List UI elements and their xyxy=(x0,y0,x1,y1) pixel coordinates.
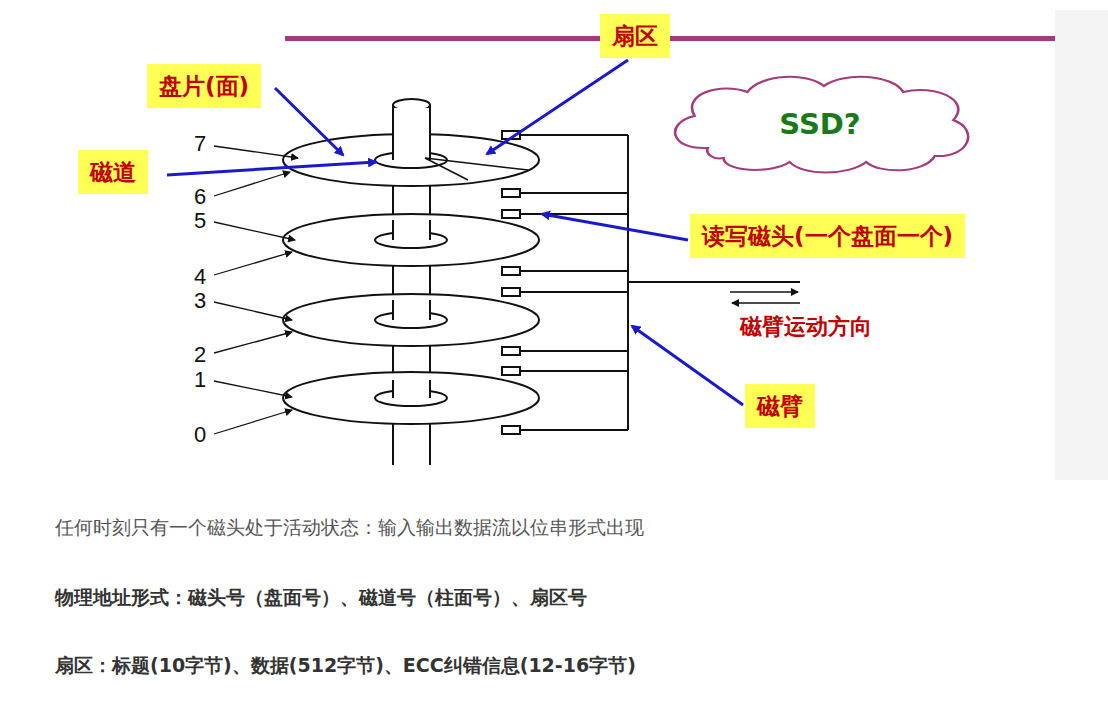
drawing-stroke xyxy=(502,189,520,197)
callout-number: 3 xyxy=(194,288,206,314)
drawing-stroke xyxy=(502,267,520,275)
drawing-stroke xyxy=(394,220,429,238)
drawing-stroke xyxy=(502,426,520,434)
callout-text: 扇区 xyxy=(612,20,658,52)
callout-text: 盘片(面) xyxy=(159,70,249,102)
drawing-stroke xyxy=(520,370,628,372)
drawing-stroke xyxy=(425,158,468,180)
drawing-stroke xyxy=(214,172,290,196)
drawing-stroke xyxy=(502,210,520,218)
note-text: 扇区：标题(10字节)、数据(512字节)、ECC纠错信息(12-16字节) xyxy=(55,653,636,679)
drawing-stroke xyxy=(502,367,520,375)
drawing-stroke xyxy=(730,291,798,293)
drawing-stroke xyxy=(392,220,394,240)
drawing-stroke xyxy=(520,192,628,194)
drawing-stroke xyxy=(628,281,800,283)
callout-number: 5 xyxy=(194,208,206,234)
motion-label: 磁臂运动方向 xyxy=(740,312,872,342)
callout-number: 1 xyxy=(194,367,206,393)
side-shade xyxy=(1055,10,1108,480)
drawing-stroke xyxy=(502,347,520,355)
drawing-stroke xyxy=(392,300,394,320)
callout-text: 磁道 xyxy=(90,156,136,188)
callout-leaders xyxy=(167,60,743,405)
drawing-stroke xyxy=(214,222,295,240)
drawing-stroke xyxy=(520,213,628,215)
cloud-text: SSD? xyxy=(655,107,985,141)
drawing-stroke xyxy=(520,429,628,431)
drawing-stroke xyxy=(214,381,292,397)
drawing-stroke xyxy=(520,291,628,293)
callout-number: 6 xyxy=(194,184,206,210)
callout-text: 磁臂 xyxy=(757,390,803,422)
drawing-stroke xyxy=(429,380,431,398)
callout-box: 磁臂 xyxy=(745,384,815,428)
drawing-stroke xyxy=(632,326,743,405)
platters xyxy=(283,108,539,424)
callout-number: 2 xyxy=(194,342,206,368)
drawing-stroke xyxy=(214,252,292,275)
surface-leaders xyxy=(214,146,298,434)
drawing-stroke xyxy=(520,270,628,272)
drawing-stroke xyxy=(429,220,431,240)
drawing-stroke xyxy=(167,162,376,175)
callout-text: 读写磁头(一个盘面一个) xyxy=(702,220,953,252)
drawing-stroke xyxy=(425,158,528,170)
drawing-stroke xyxy=(214,332,292,353)
callout-number: 0 xyxy=(194,422,206,448)
drawing-stroke xyxy=(283,214,539,266)
drawing-stroke xyxy=(394,108,429,158)
drawing-stroke xyxy=(520,134,628,136)
drawing-stroke xyxy=(283,294,539,346)
drawing-stroke xyxy=(214,302,292,320)
drawing-stroke xyxy=(429,300,431,320)
drawing-stroke xyxy=(214,410,292,434)
drawing-stroke xyxy=(283,372,539,424)
drawing-stroke xyxy=(502,288,520,296)
callout-number: 4 xyxy=(194,264,206,290)
motion-arrows xyxy=(730,292,800,303)
callout-box: 扇区 xyxy=(600,14,670,58)
drawing-stroke xyxy=(542,214,688,240)
drawing-stroke xyxy=(275,88,343,155)
callout-box: 盘片(面) xyxy=(147,64,261,108)
drawing-stroke xyxy=(732,302,800,304)
callout-box: 读写磁头(一个盘面一个) xyxy=(690,214,965,258)
thought-cloud: SSD? xyxy=(655,70,985,178)
note-text: 物理地址形式：磁头号（盘面号）、磁道号（柱面号）、扇区号 xyxy=(55,585,587,611)
drawing-stroke xyxy=(394,380,429,396)
drawing-stroke xyxy=(392,108,394,160)
drawing-stroke xyxy=(214,146,298,158)
note-text: 任何时刻只有一个磁头处于活动状态：输入输出数据流以位串形式出现 xyxy=(55,515,644,541)
drawing-stroke xyxy=(429,108,431,160)
drawing-stroke xyxy=(394,300,429,318)
drawing-stroke xyxy=(392,380,394,398)
drawing-stroke xyxy=(487,60,628,154)
top-rule xyxy=(285,36,1055,41)
callout-number: 7 xyxy=(194,131,206,157)
callout-box: 磁道 xyxy=(78,150,148,194)
drawing-stroke xyxy=(520,350,628,352)
